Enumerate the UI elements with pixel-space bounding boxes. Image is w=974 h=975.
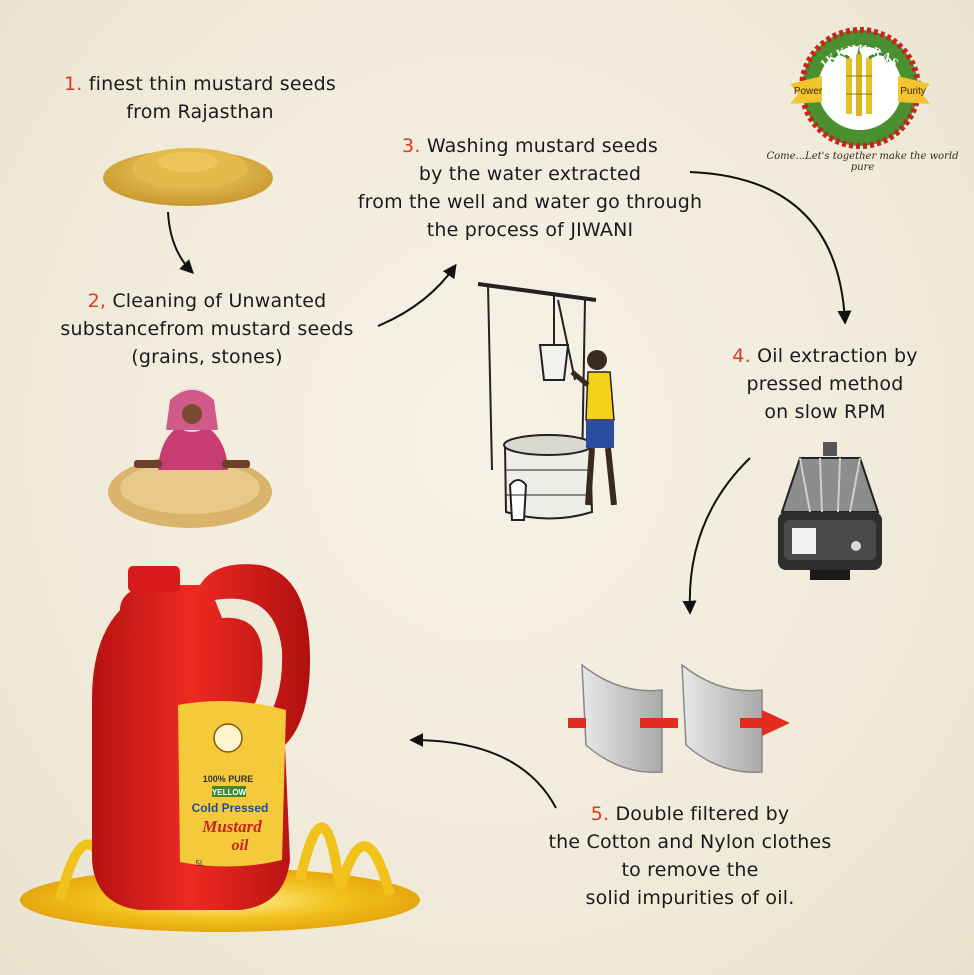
arrow-step5-to-product xyxy=(409,733,557,809)
step-number: 3. xyxy=(402,135,421,157)
logo-left-label: Power xyxy=(794,86,823,97)
step-4: 4. Oil extraction by pressed method on s… xyxy=(710,342,940,426)
step-1: 1. finest thin mustard seeds from Rajast… xyxy=(30,70,370,126)
step-text: pressed method xyxy=(746,373,904,395)
step-text: Washing mustard seeds xyxy=(426,135,658,157)
step-text: from Rajasthan xyxy=(126,101,274,123)
step-text: substancefrom mustard seeds xyxy=(60,318,354,340)
step-2: 2, Cleaning of Unwanted substancefrom mu… xyxy=(22,287,392,371)
woman-sieving-grain xyxy=(108,388,272,528)
logo-tagline: Come...Let's together make the world pur… xyxy=(766,151,959,173)
step-text: finest thin mustard seeds xyxy=(88,73,337,95)
brand-logo: Power Purity IKKHU RAS xyxy=(790,27,930,149)
oil-expeller-machine xyxy=(778,442,882,580)
step-text: Oil extraction by xyxy=(757,345,918,367)
step-text: to remove the xyxy=(621,859,759,881)
step-text: Cleaning of Unwanted xyxy=(112,290,327,312)
step-text: (grains, stones) xyxy=(131,346,283,368)
step-5: 5. Double filtered by the Cotton and Nyl… xyxy=(530,800,850,912)
step-text: the process of JIWANI xyxy=(426,219,634,241)
filter-cloth-assembly xyxy=(568,663,790,774)
mustard-seeds-pile xyxy=(103,148,273,206)
label-product-line2: oil xyxy=(232,837,249,854)
sugarcane-icon xyxy=(830,42,890,116)
label-purity: 100% PURE xyxy=(203,774,254,784)
logo-right-label: Purity xyxy=(900,86,926,97)
arrow-step3-to-step4 xyxy=(689,171,852,325)
step-3: 3. Washing mustard seeds by the water ex… xyxy=(320,132,740,244)
step-number: 1. xyxy=(63,73,83,95)
step-number: 5. xyxy=(590,803,610,825)
step-text: Double filtered by xyxy=(615,803,790,825)
step-number: 4. xyxy=(732,345,751,367)
step-text: on slow RPM xyxy=(764,401,886,423)
step-text: by the water extracted xyxy=(418,163,642,185)
arrow-step1-to-step2 xyxy=(167,211,194,274)
label-variety: YELLOW xyxy=(212,788,247,797)
mustard-oil-jug: 100% PURE YELLOW Cold Pressed Mustard oi… xyxy=(20,564,420,932)
step-number: 2, xyxy=(87,290,107,312)
label-name: Cold Pressed xyxy=(192,801,269,815)
label-product-line1: Mustard xyxy=(201,817,262,836)
arrow-step2-to-step3 xyxy=(377,263,457,327)
label-volume: 5L xyxy=(196,859,205,868)
step-text: the Cotton and Nylon clothes xyxy=(548,831,832,853)
step-text: from the well and water go through xyxy=(357,191,703,213)
man-drawing-water xyxy=(570,350,617,506)
step-text: solid impurities of oil. xyxy=(585,887,795,909)
arrow-step4-to-step5 xyxy=(682,457,751,615)
village-well xyxy=(477,282,597,521)
